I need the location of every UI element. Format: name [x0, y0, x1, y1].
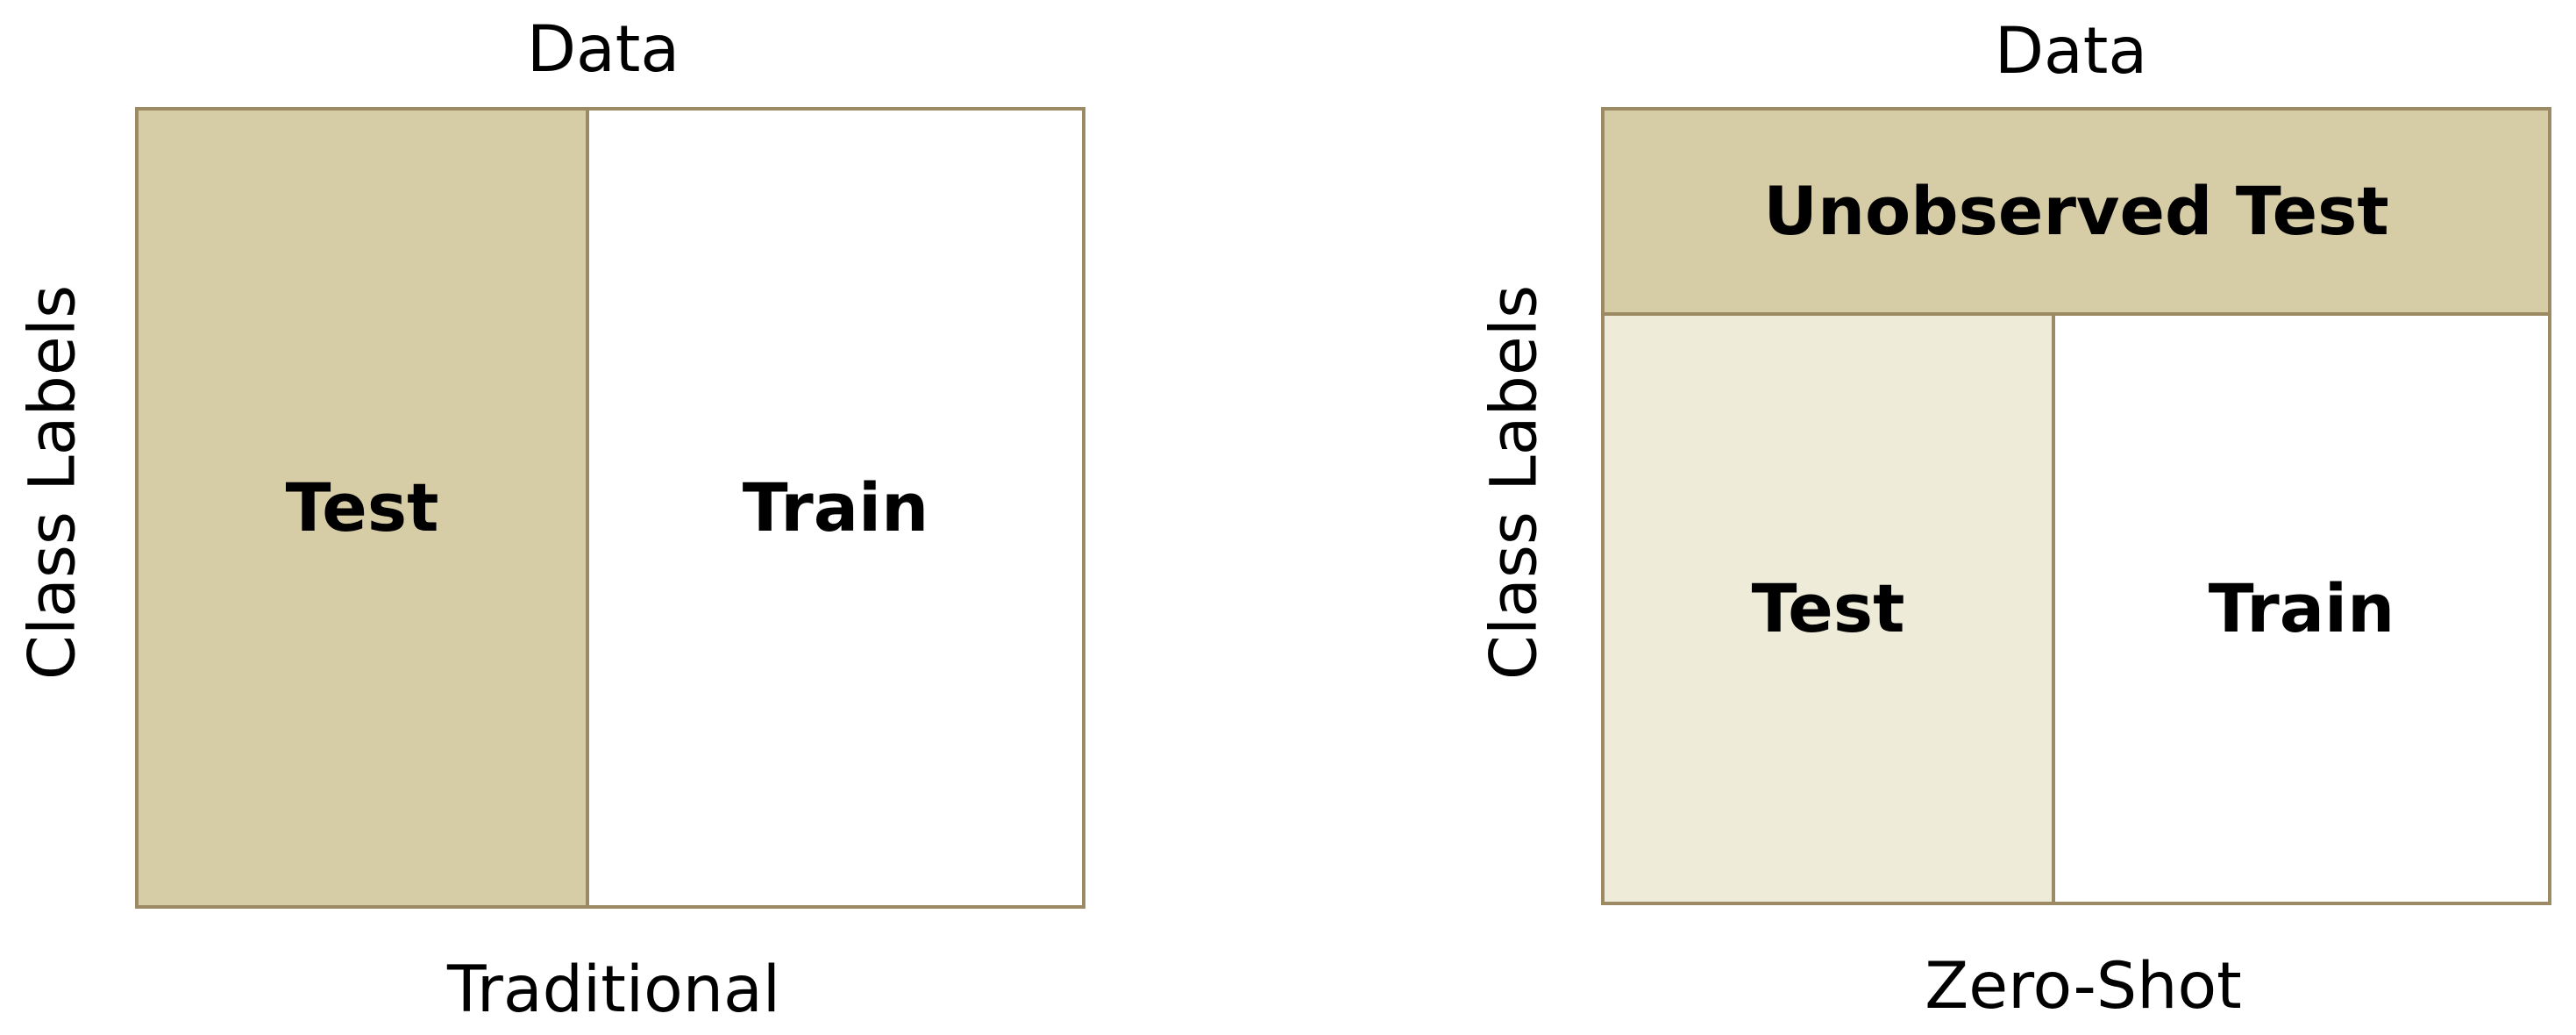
traditional-data-box: Test Train — [135, 107, 1085, 909]
zero-shot-data-box: Unobserved Test Test Train — [1601, 107, 2551, 905]
traditional-bottom-label: Traditional — [446, 953, 781, 1027]
zero-shot-unobserved-region: Unobserved Test — [1605, 111, 2548, 316]
zero-shot-top-label: Data — [1994, 14, 2148, 89]
zero-shot-train-label: Train — [2208, 569, 2395, 647]
zero-shot-train-region: Train — [2055, 316, 2548, 902]
traditional-train-label: Train — [742, 468, 929, 546]
zero-shot-unobserved-label: Unobserved Test — [1763, 172, 2389, 250]
zero-shot-bottom-label: Zero-Shot — [1925, 949, 2242, 1024]
traditional-test-region: Test — [139, 111, 589, 905]
zero-shot-test-region: Test — [1605, 316, 2055, 902]
traditional-test-label: Test — [285, 468, 439, 546]
traditional-top-label: Data — [526, 12, 680, 87]
traditional-side-label: Class Labels — [15, 284, 90, 681]
zero-shot-side-label: Class Labels — [1477, 284, 1552, 681]
zero-shot-test-label: Test — [1751, 569, 1905, 647]
traditional-train-region: Train — [589, 111, 1082, 905]
